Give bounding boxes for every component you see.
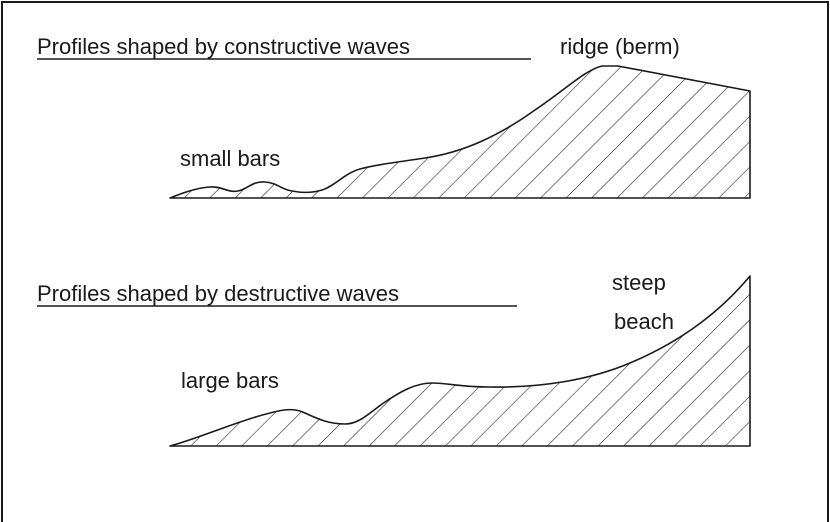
constructive-profile-panel: Profiles shaped by constructive waves ri…: [37, 34, 751, 199]
constructive-beach-profile: [169, 65, 751, 199]
ridge-berm-label: ridge (berm): [560, 34, 680, 59]
destructive-heading: Profiles shaped by destructive waves: [37, 281, 399, 306]
large-bars-label: large bars: [181, 368, 279, 393]
destructive-beach-profile: [169, 275, 751, 447]
steep-beach-label-line2: beach: [614, 309, 674, 334]
small-bars-label: small bars: [180, 146, 280, 171]
destructive-profile-panel: Profiles shaped by destructive waves ste…: [37, 270, 751, 447]
constructive-heading: Profiles shaped by constructive waves: [37, 34, 410, 59]
steep-beach-label-line1: steep: [612, 270, 666, 295]
